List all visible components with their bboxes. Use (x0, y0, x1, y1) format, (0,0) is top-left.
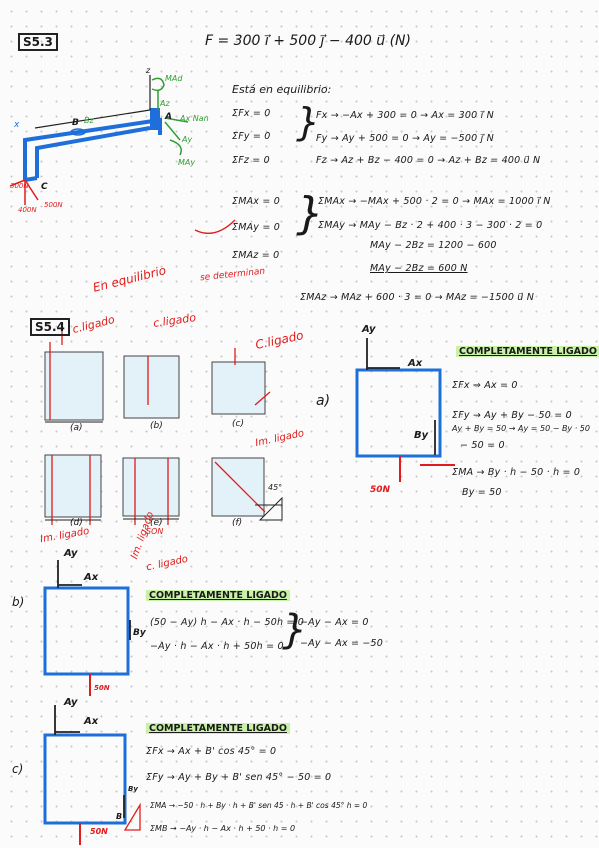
sum-maz-label: ΣMAz = 0 (232, 250, 280, 261)
part-a-eq-1: ΣFx ⇒ Ax = 0 (452, 380, 518, 391)
fbd-a-ay: Ay (362, 324, 376, 335)
mini-son-label: SON (146, 527, 164, 536)
fbd-c-ax: Ax (84, 716, 99, 727)
fbd-c-box (43, 733, 127, 825)
mini-boxes (44, 351, 266, 518)
red-note-arrow (194, 219, 236, 234)
part-c-eq-1: ΣFx → Ax + B' cos 45° = 0 (146, 746, 277, 757)
fbd-c-load-label: 50N (90, 827, 108, 836)
sum-fy-label: ΣFy = 0 (232, 131, 271, 142)
fbd-b-box (43, 586, 130, 676)
label-400n: 400N (18, 206, 37, 214)
bearing-b (70, 128, 86, 136)
brace-forces: } (296, 100, 321, 144)
fbd-b-load-label: 50N (94, 684, 110, 692)
label-ay: Ay (182, 135, 193, 144)
fbd-a-ax: Ax (408, 358, 423, 369)
brace-part-b: } (282, 607, 308, 653)
fbd-c-b: B (116, 812, 123, 821)
mini-caption-f: (f) (232, 518, 243, 528)
label-c: C (41, 182, 48, 192)
part-a-eq-3: Ay + By = 50 → Ay = 50 − By · 50 (452, 424, 590, 433)
may-result: MAy − 2Bz = 600 N (370, 263, 468, 274)
angle-45: 45° (268, 483, 283, 492)
sum-max-label: ΣMAx = 0 (232, 196, 280, 207)
mini-caption-e: (e) (150, 518, 163, 528)
green-reactions (151, 77, 189, 156)
part-b-letter: b) (12, 595, 25, 609)
sum-maz-eq: ΣMAz → MAz + 600 · 3 = 0 → MAz = −1500 u… (300, 292, 535, 303)
mini-red-marks (49, 330, 271, 525)
part-a-eq-2: ΣFy → Ay + By − 50 = 0 (452, 410, 572, 421)
part-c-eq-4: ΣMB → −Ay · h − Ax · h + 50 · h = 0 (150, 824, 296, 833)
part-c-eq-2: ΣFy → Ay + By + B' sen 45° − 50 = 0 (146, 772, 332, 783)
fbd-b-ax: Ax (84, 572, 99, 583)
sum-fx-label: ΣFx = 0 (232, 108, 271, 119)
label-mad: MAd (165, 74, 183, 83)
incline-45 (258, 496, 283, 521)
mini-caption-b: (b) (150, 421, 163, 431)
label-ax-nan: Ax Nan (180, 114, 209, 123)
part-c-letter: c) (12, 762, 24, 776)
sum-may-label: ΣMAy = 0 (232, 222, 280, 233)
fbd-c-by: By (128, 785, 138, 793)
label-b: B (72, 118, 79, 128)
sum-may-eq: ΣMAy → MAy − Bz · 2 + 400 · 3 − 300 · 2 … (318, 220, 543, 231)
fbd-b-ay: Ay (64, 548, 78, 559)
fbd-a-load-label: 50N (370, 485, 391, 495)
label-bz: Bz (84, 116, 94, 125)
fbd-c-arrows (54, 705, 125, 818)
part-b-title: COMPLETAMENTE LIGADO (146, 590, 290, 601)
label-500n: 500N (44, 201, 63, 209)
label-300n: 300N (10, 182, 29, 190)
part-a-eq-4: − 50 = 0 (460, 440, 505, 451)
part-b-eq-1: (50 − Ay) h − Ax · h − 50h = 0 (150, 617, 305, 628)
part-a-title: COMPLETAMENTE LIGADO (456, 346, 599, 357)
support-block (150, 108, 160, 130)
part-a-eq-5: ΣMA → By · h − 50 · h = 0 (452, 467, 581, 478)
exercise-label-553: S5.3 (18, 33, 58, 51)
label-may: MAy (178, 158, 196, 167)
sum-fx-eq: Fx → −Ax + 300 = 0 → Ax = 300 i⃗ N (316, 110, 494, 121)
mini-caption-a: (a) (70, 423, 83, 433)
sum-fz-label: ΣFz = 0 (232, 155, 270, 166)
axes (34, 75, 151, 129)
part-c-title: COMPLETAMENTE LIGADO (146, 723, 290, 734)
label-x-axis: x (14, 120, 20, 130)
part-b-result-2: −Ay − Ax = −50 (300, 638, 384, 649)
mini-caption-c: (c) (232, 419, 244, 429)
sum-fy-eq: Fy → Ay + 500 = 0 → Ay = −500 j⃗ N (316, 133, 494, 144)
may-step-1: MAy − 2Bz = 1200 − 600 (370, 240, 497, 251)
red-forces (9, 179, 39, 205)
sum-fz-eq: Fz → Az + Bz − 400 = 0 → Az + Bz = 400 u… (316, 155, 541, 166)
brace-moments: } (296, 188, 324, 239)
beam-structure (23, 117, 162, 182)
mini-caption-d: (d) (70, 518, 83, 528)
fbd-c-incline (123, 802, 141, 831)
fbd-b-arrows (57, 560, 131, 640)
part-b-eq-2: −Ay · h − Ax · h + 50h = 0 (150, 641, 284, 652)
force-equation: F = 300 i⃗ + 500 j⃗ − 400 u⃗ (N) (205, 33, 411, 49)
equilibrium-title: Está en equilibrio: (232, 83, 332, 96)
fbd-a-by: By (414, 430, 429, 441)
exercise-label-554: S5.4 (30, 318, 70, 336)
fbd-a-arrows (366, 338, 436, 455)
fbd-a-box (355, 368, 442, 458)
part-a-letter: a) (316, 393, 331, 409)
label-az: Az (160, 99, 170, 108)
part-b-result-1: −Ay − Ax = 0 (300, 617, 369, 628)
label-z-axis: z (146, 66, 151, 75)
label-a: A (165, 112, 172, 122)
mini-ground-hatch (45, 421, 282, 521)
part-c-eq-3: ΣMA → −50 · h + By · h + B' sen 45 · h +… (150, 801, 368, 810)
fbd-c-ay: Ay (64, 697, 78, 708)
sum-max-eq: ΣMAx → −MAx + 500 · 2 = 0 → MAx = 1000 i… (318, 196, 551, 207)
fbd-b-by: By (133, 628, 146, 638)
part-a-eq-6: By = 50 (462, 487, 502, 498)
